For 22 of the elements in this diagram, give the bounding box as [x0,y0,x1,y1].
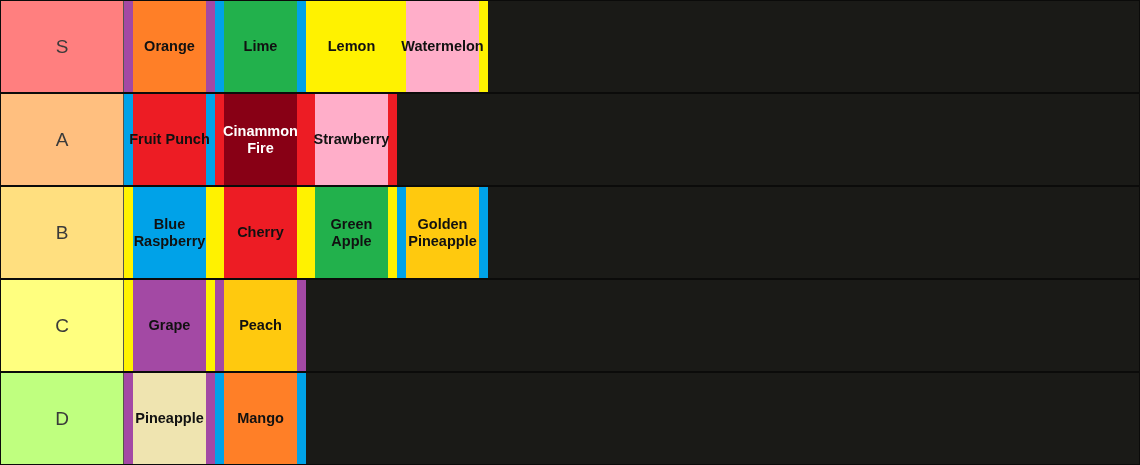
flavor-tile: Lemon [306,1,397,92]
flavor-tile: Grape [124,280,215,371]
tier-row [1,1,1139,92]
tier-label: A [1,94,124,185]
tier-row [1,373,1139,464]
flavor-tile: Orange [124,1,215,92]
flavor-tile: Peach [215,280,306,371]
tier-label: S [1,1,124,92]
flavor-tile: Green Apple [306,187,397,278]
flavor-tile: Mango [215,373,306,464]
tier-row [1,94,1139,185]
tier-label: B [1,187,124,278]
flavor-tile: Pineapple [124,373,215,464]
tier-label: D [1,373,124,464]
tier-label: C [1,280,124,371]
flavor-tile: Lime [215,1,306,92]
flavor-tile: Golden Pineapple [397,187,488,278]
flavor-tile: Cherry [215,187,306,278]
tier-row [1,187,1139,278]
flavor-tile: Cinammon Fire [215,94,306,185]
tier-row [1,280,1139,371]
flavor-tile: Blue Raspberry [124,187,215,278]
